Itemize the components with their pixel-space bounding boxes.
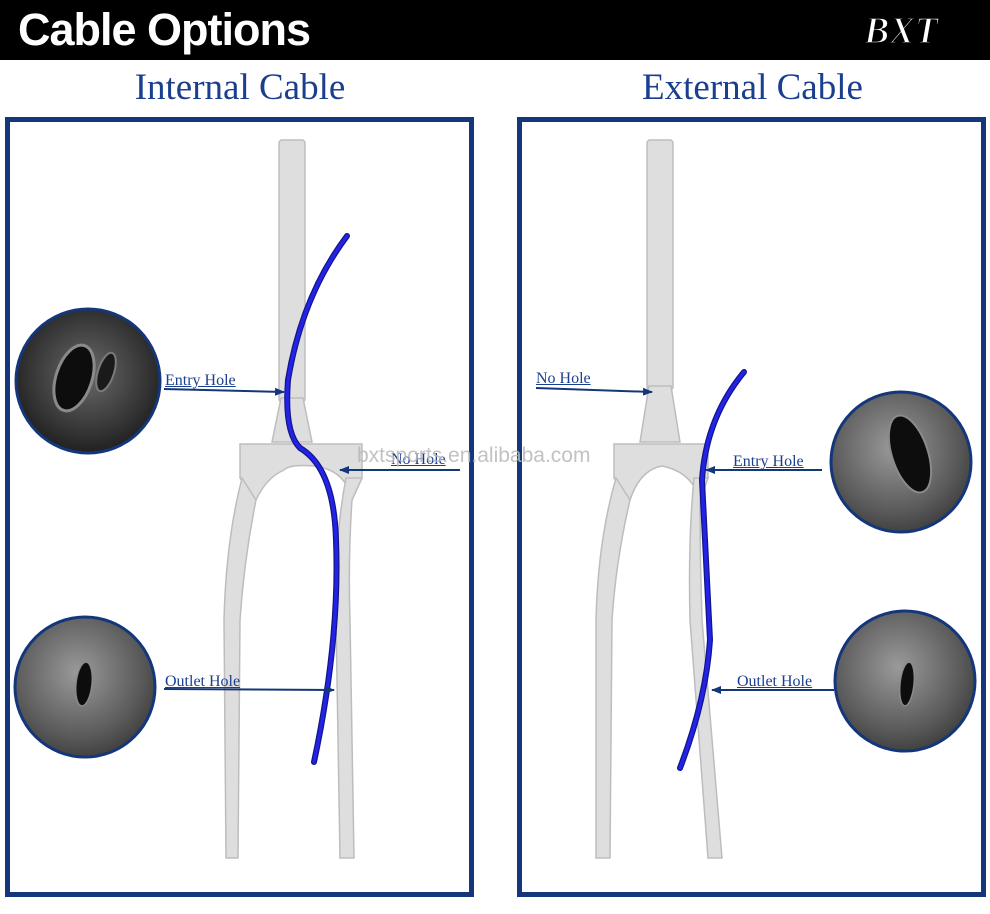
internal-cable-title: Internal Cable xyxy=(134,67,346,108)
internal-entry-hole-label: Entry Hole xyxy=(165,372,236,389)
arrow-internal-entry xyxy=(163,387,285,396)
external-entry-hole-label: Entry Hole xyxy=(733,453,804,470)
watermark: bxtsports.en.alibaba.com xyxy=(357,444,591,467)
external-fork xyxy=(595,139,723,859)
arrow-external-no-hole xyxy=(535,387,653,396)
internal-outlet-hole-photo xyxy=(13,615,157,759)
external-no-hole-label: No Hole xyxy=(536,370,591,387)
header-bar: Cable Options BXT xyxy=(0,0,990,60)
external-cable-title: External Cable xyxy=(642,67,863,108)
page-title: Cable Options xyxy=(18,4,311,55)
external-entry-hole-photo xyxy=(829,390,973,534)
external-outlet-hole-photo xyxy=(833,609,977,753)
logo-text: BXT xyxy=(863,10,940,50)
internal-entry-hole-photo xyxy=(14,307,162,455)
internal-no-hole-label: No Hole xyxy=(391,451,446,468)
bxt-logo: BXT xyxy=(862,10,940,50)
internal-fork xyxy=(223,139,364,859)
arrow-internal-outlet xyxy=(163,685,335,694)
external-outlet-hole-label: Outlet Hole xyxy=(737,673,813,690)
internal-outlet-hole-label: Outlet Hole xyxy=(165,673,241,690)
